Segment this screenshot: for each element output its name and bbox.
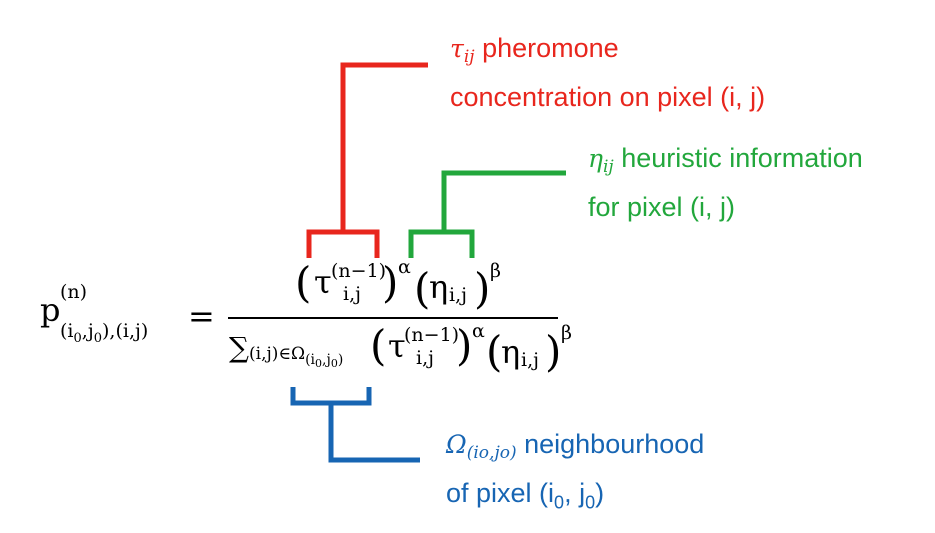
den-eta-subscript: i,j (521, 349, 540, 371)
formula-p-superscript: (n) (60, 281, 88, 303)
omega-annotation: Ω(io,jo) neighbourhood of pixel (i0, j0) (446, 424, 704, 522)
tau-annotation-line1: pheromone (482, 33, 619, 63)
den-lparen-tau: ( (370, 321, 387, 370)
num-lparen-tau: ( (295, 258, 312, 307)
den-tau-subscript: i,j (416, 347, 435, 369)
num-lparen-eta: ( (414, 264, 431, 313)
omega-annotation-line2: of pixel (i0, j0) (446, 478, 605, 513)
formula-p-subscript: (i0,j0),(i,j) (60, 320, 149, 346)
omega-annotation-line1: neighbourhood (524, 429, 705, 459)
den-eta: η (501, 333, 521, 371)
num-eta: η (429, 268, 449, 306)
eta-annotation-line1: heuristic information (621, 143, 863, 173)
tau-annotation-line2: concentration on pixel (i, j) (450, 82, 766, 112)
tau-bracket (306, 229, 380, 258)
num-rparen-tau: ) (382, 258, 399, 307)
den-sigma: ∑ (229, 331, 249, 364)
den-beta: β (561, 322, 572, 344)
fraction-bar (228, 317, 558, 319)
num-tau-superscript: (n−1) (331, 260, 387, 282)
eta-connector (441, 170, 566, 232)
den-tau-superscript: (n−1) (404, 324, 460, 346)
den-sigma-subscript: (i,j)∈Ω(i0,j0) (249, 344, 344, 370)
num-rparen-eta: ) (474, 264, 491, 313)
num-eta-subscript: i,j (449, 284, 468, 306)
eta-annotation: ηij heuristic information for pixel (i, … (588, 138, 863, 227)
tau-connector (340, 62, 428, 232)
omega-connector (328, 403, 420, 463)
num-beta: β (490, 260, 501, 282)
num-tau: τ (314, 263, 332, 301)
num-tau-subscript: i,j (343, 283, 362, 305)
omega-bracket (290, 387, 372, 406)
formula-p: p (40, 291, 61, 329)
eta-annotation-line2: for pixel (i, j) (588, 192, 736, 222)
num-alpha: α (398, 256, 411, 278)
den-lparen-eta: ( (486, 327, 503, 376)
den-rparen-eta: ) (545, 327, 562, 376)
tau-annotation: τij pheromone concentration on pixel (i,… (450, 28, 765, 117)
den-tau: τ (388, 327, 406, 365)
formula-equals: = (188, 297, 215, 335)
den-rparen-tau: ) (456, 321, 473, 370)
den-alpha: α (472, 320, 485, 342)
eta-bracket (408, 229, 475, 258)
